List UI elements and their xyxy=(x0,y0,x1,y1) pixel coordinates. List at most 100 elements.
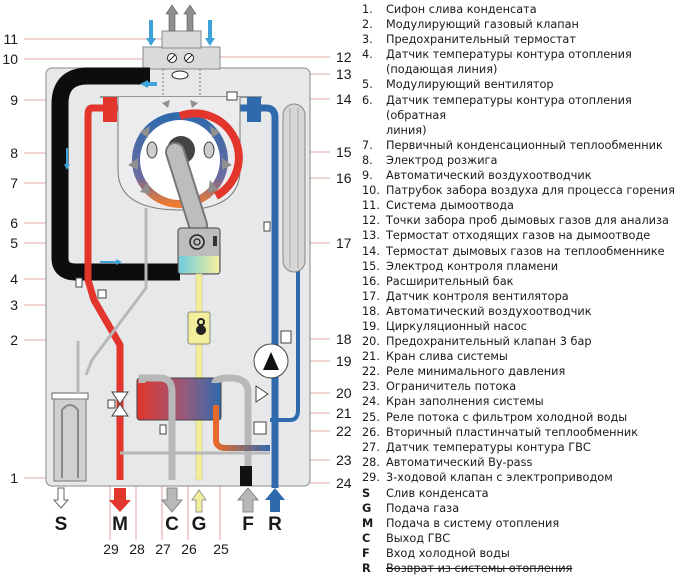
legend-item: 26. Вторичный пластинчатый теплообменник xyxy=(362,425,690,440)
port-letter: R xyxy=(268,514,282,535)
legend-text: Сифон слива конденсата xyxy=(386,3,537,16)
three-way-valve xyxy=(111,391,129,405)
port-key: G xyxy=(362,502,372,516)
port-text: Вход холодной воды xyxy=(386,547,510,561)
callout-number: 24 xyxy=(336,475,352,491)
legend-text: Датчик температуры контура отопления (по… xyxy=(386,48,632,77)
legend-text: Термостат отходящих газов на дымоотводе xyxy=(386,229,651,243)
callout-number: 6 xyxy=(10,215,18,231)
legend-number: 23. xyxy=(362,380,380,394)
legend-number: 3. xyxy=(362,33,373,47)
callout-number: 29 xyxy=(103,541,119,557)
callout-number: 12 xyxy=(336,49,352,65)
safety-valve xyxy=(255,385,269,403)
legend-text: Точки забора проб дымовых газов для анал… xyxy=(386,214,669,228)
legend-text: Реле минимального давления xyxy=(386,365,566,379)
legend-text: Реле потока с фильтром холодной воды xyxy=(386,410,628,424)
legend-text: Термостат дымовых газов на теплообменник… xyxy=(386,244,665,258)
legend-item: 8.Электрод розжига xyxy=(362,153,690,168)
legend-number: 26. xyxy=(362,425,380,439)
heating-flow-pipe xyxy=(84,104,124,480)
legend-number: 17. xyxy=(362,289,380,303)
expansion-tank xyxy=(282,103,306,273)
legend-text: Кран заполнения системы xyxy=(386,395,544,409)
arrow-f xyxy=(236,487,260,513)
legend-text: Патрубок забора воздуха для процесса гор… xyxy=(386,184,675,198)
legend-number: 15. xyxy=(362,259,380,273)
legend-item: 25.Реле потока с фильтром холодной воды xyxy=(362,410,690,425)
legend-number: 9. xyxy=(362,169,373,183)
legend-number: 16. xyxy=(362,274,380,288)
legend-number: 19. xyxy=(362,319,380,333)
legend-number: 22. xyxy=(362,365,380,379)
legend-item: 18.Автоматический воздухоотводчик xyxy=(362,304,690,319)
legend-item: 23. Ограничитель потока xyxy=(362,379,690,394)
legend-text: Электрод розжига xyxy=(386,153,498,167)
callout-number: 13 xyxy=(336,66,352,82)
legend-text: Датчик температуры контура ГВС xyxy=(386,440,591,454)
legend-number: 18. xyxy=(362,304,380,318)
heating-return-pipe xyxy=(200,104,279,488)
combustion-air-duct xyxy=(51,67,180,281)
legend-text: Предохранительный клапан 3 бар xyxy=(386,335,592,349)
port-key: C xyxy=(362,532,371,546)
flue-box xyxy=(161,30,202,49)
legend-text: Предохранительный термостат xyxy=(386,33,576,47)
legend-item: 24.Кран заполнения системы xyxy=(362,394,690,409)
legend-text: Ограничитель потока xyxy=(386,380,517,394)
legend-text: Вторичный пластинчатый теплообменник xyxy=(386,425,639,439)
port-letter: S xyxy=(55,514,68,535)
sensors xyxy=(75,221,271,435)
air-intake-box xyxy=(142,46,221,70)
legend-number: 21. xyxy=(362,350,380,364)
legend-item: 10.Патрубок забора воздуха для процесса … xyxy=(362,183,690,198)
legend-item: 11.Система дымоотвода xyxy=(362,198,690,213)
callout-number: 8 xyxy=(10,145,18,161)
legend-text: Электрод контроля пламени xyxy=(386,259,559,273)
legend-number: 5. xyxy=(362,78,373,92)
legend-number: 1. xyxy=(362,3,373,16)
callout-number: 22 xyxy=(336,423,352,439)
arrow-r xyxy=(265,488,285,512)
legend-item: 15. Электрод контроля пламени xyxy=(362,259,690,274)
port-key: M xyxy=(362,517,374,531)
legend-text: Первичный конденсационный теплообменник xyxy=(386,138,663,152)
legend-item: 21.Кран слива системы xyxy=(362,349,690,364)
ignition-electrode xyxy=(146,141,158,159)
callout-number: 11 xyxy=(3,31,18,47)
legend-item: 19.Циркуляционный насос xyxy=(362,319,690,334)
callout-number: 10 xyxy=(2,51,18,67)
legend-item: 2.Модулирующий газовый клапан xyxy=(362,17,690,32)
port-text: Возврат из системы отопления xyxy=(386,562,573,576)
port-item: R Возврат из системы отопления xyxy=(362,561,690,576)
legend-item: 7. Первичный конденсационный теплообменни… xyxy=(362,138,690,153)
callout-number: 5 xyxy=(10,235,18,251)
callout-number: 19 xyxy=(336,353,352,369)
legend-item: 6.Датчик температуры контура отопления (… xyxy=(362,93,690,138)
callout-number: 14 xyxy=(336,91,352,107)
legend-text: Датчик температуры контура отопления (об… xyxy=(386,93,632,137)
port-letter: C xyxy=(165,514,179,535)
callout-number: 21 xyxy=(336,405,352,421)
legend-number: 11. xyxy=(362,199,380,213)
legend-item: 13.Термостат отходящих газов на дымоотво… xyxy=(362,228,690,243)
callout-numbers: 1110987654321121314151617181920212223242… xyxy=(2,31,351,557)
callout-number: 18 xyxy=(336,331,352,347)
legend-item: 20.Предохранительный клапан 3 бар xyxy=(362,334,690,349)
port-key: R xyxy=(362,562,371,576)
legend-item: 4. Датчик температуры контура отопления (… xyxy=(362,47,690,77)
legend-number: 4. xyxy=(362,48,373,62)
callout-number: 15 xyxy=(336,144,352,160)
legend-text: Модулирующий газовый клапан xyxy=(386,18,579,32)
legend-number: 7. xyxy=(362,138,373,152)
callout-number: 7 xyxy=(10,175,18,191)
callout-number: 20 xyxy=(336,385,352,401)
legend-item: 22. Реле минимального давления xyxy=(362,364,690,379)
